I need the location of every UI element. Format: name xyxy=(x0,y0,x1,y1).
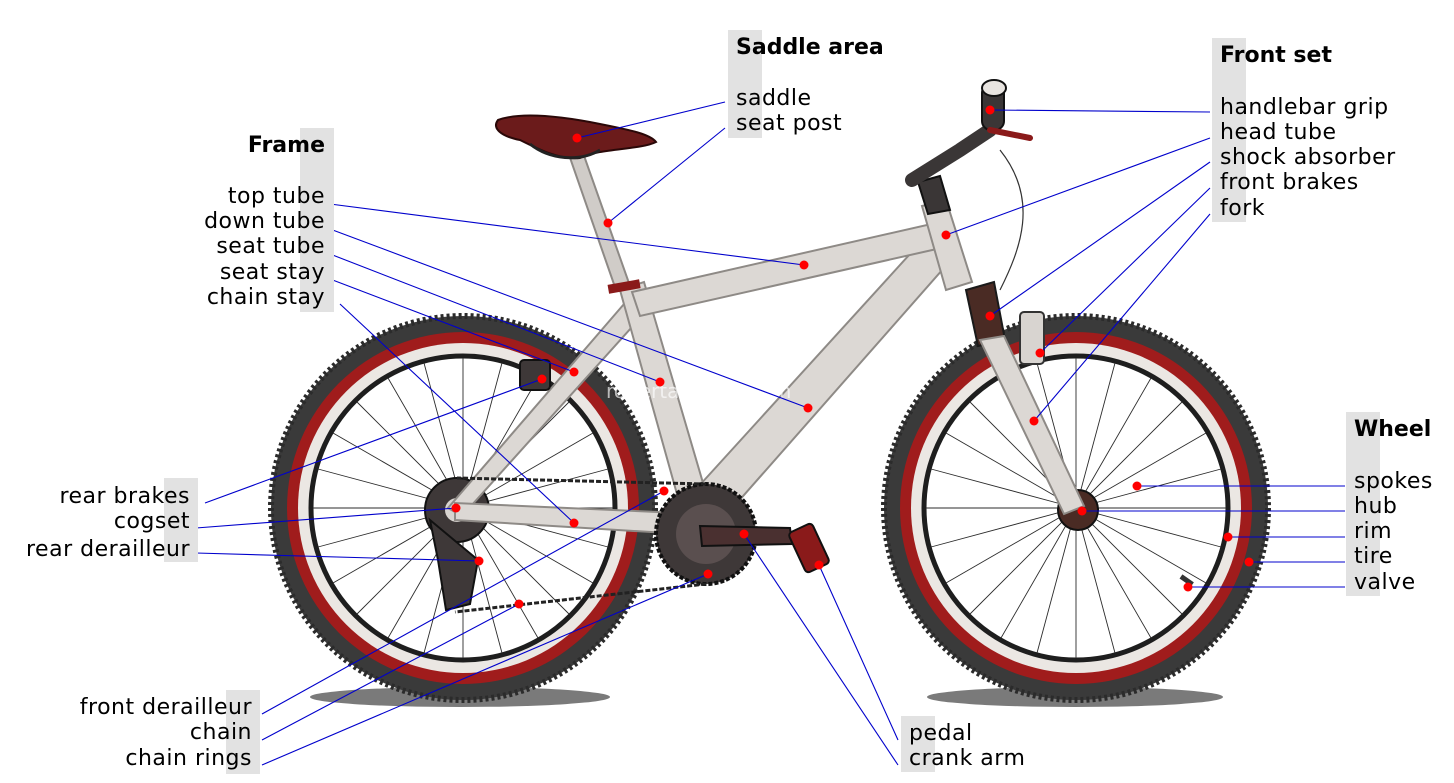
handlebar xyxy=(905,79,1033,291)
label-tire: tire xyxy=(1354,544,1393,569)
marker-head-tube xyxy=(941,230,951,240)
marker-cogset xyxy=(451,503,461,513)
rear-derailleur-shape xyxy=(428,517,480,612)
rear-group: rear brakes cogset rear derailleur xyxy=(26,484,190,562)
marker-front-brakes xyxy=(1035,348,1045,358)
label-front-derailleur: front derailleur xyxy=(80,695,253,720)
marker-rear-brakes xyxy=(537,374,547,384)
part-markers xyxy=(451,105,1254,609)
marker-rear-derailleur xyxy=(474,556,484,566)
frame-group: Frame top tube down tube seat tube seat … xyxy=(204,133,325,310)
label-shock-absorber: shock absorber xyxy=(1220,145,1396,170)
label-head-tube: head tube xyxy=(1220,120,1337,145)
front-set-group: Front set handlebar grip head tube shock… xyxy=(1220,43,1396,221)
label-spokes: spokes xyxy=(1354,469,1433,494)
wheel-title: Wheel xyxy=(1354,417,1431,442)
front-set-title: Front set xyxy=(1220,43,1332,68)
marker-seat-post xyxy=(603,218,613,228)
marker-chain-stay xyxy=(569,518,579,528)
label-down-tube: down tube xyxy=(204,209,325,234)
label-fork: fork xyxy=(1220,196,1265,221)
marker-handlebar-grip xyxy=(985,105,995,115)
marker-pedal xyxy=(814,560,824,570)
label-chain-stay: chain stay xyxy=(207,285,325,310)
label-saddle: saddle xyxy=(736,86,812,111)
marker-tire xyxy=(1244,557,1254,567)
leader-lines xyxy=(195,101,1345,766)
marker-down-tube xyxy=(803,403,813,413)
marker-valve xyxy=(1183,582,1193,592)
marker-chain-rings xyxy=(703,569,713,579)
label-crank-arm: crank arm xyxy=(909,746,1025,771)
label-valve: valve xyxy=(1354,570,1416,595)
marker-front-derailleur xyxy=(659,486,669,496)
label-pedal: pedal xyxy=(909,721,973,746)
marker-rim xyxy=(1223,532,1233,542)
marker-fork xyxy=(1029,416,1039,426)
label-cogset: cogset xyxy=(114,509,190,534)
drive-group: front derailleur chain chain rings xyxy=(80,695,253,771)
pedal-group: pedal crank arm xyxy=(909,721,1025,771)
marker-seat-tube xyxy=(655,377,665,387)
marker-hub xyxy=(1077,506,1087,516)
label-seat-stay: seat stay xyxy=(220,260,325,285)
label-rim: rim xyxy=(1354,519,1392,544)
label-tabs xyxy=(164,30,1380,774)
saddle-area-group: Saddle area saddle seat post xyxy=(736,35,884,136)
label-hub: hub xyxy=(1354,494,1397,519)
label-chain: chain xyxy=(190,720,252,745)
marker-spokes xyxy=(1132,481,1142,491)
watermark: robertaoakley.com xyxy=(606,379,791,403)
label-top-tube: top tube xyxy=(228,184,325,209)
chain-upper xyxy=(456,476,707,486)
frame-title: Frame xyxy=(248,133,325,158)
label-front-brakes: front brakes xyxy=(1220,170,1359,195)
marker-shock-absorber xyxy=(985,311,995,321)
marker-seat-stay xyxy=(569,367,579,377)
marker-chain xyxy=(514,599,524,609)
wheel-group: Wheel spokes hub rim tire valve xyxy=(1354,417,1433,595)
label-handlebar-grip: handlebar grip xyxy=(1220,95,1389,120)
label-seat-post: seat post xyxy=(736,111,842,136)
chain-lower xyxy=(454,582,707,614)
label-rear-derailleur: rear derailleur xyxy=(26,537,190,562)
pedal-shape xyxy=(788,522,830,574)
marker-crank-arm xyxy=(739,529,749,539)
label-seat-tube: seat tube xyxy=(216,234,325,259)
label-chain-rings: chain rings xyxy=(125,746,252,771)
marker-saddle xyxy=(572,133,582,143)
drivetrain xyxy=(428,359,830,614)
marker-top-tube xyxy=(799,260,809,270)
label-rear-brakes: rear brakes xyxy=(59,484,190,509)
seat-clamp xyxy=(607,279,641,294)
saddle-area-title: Saddle area xyxy=(736,35,884,60)
